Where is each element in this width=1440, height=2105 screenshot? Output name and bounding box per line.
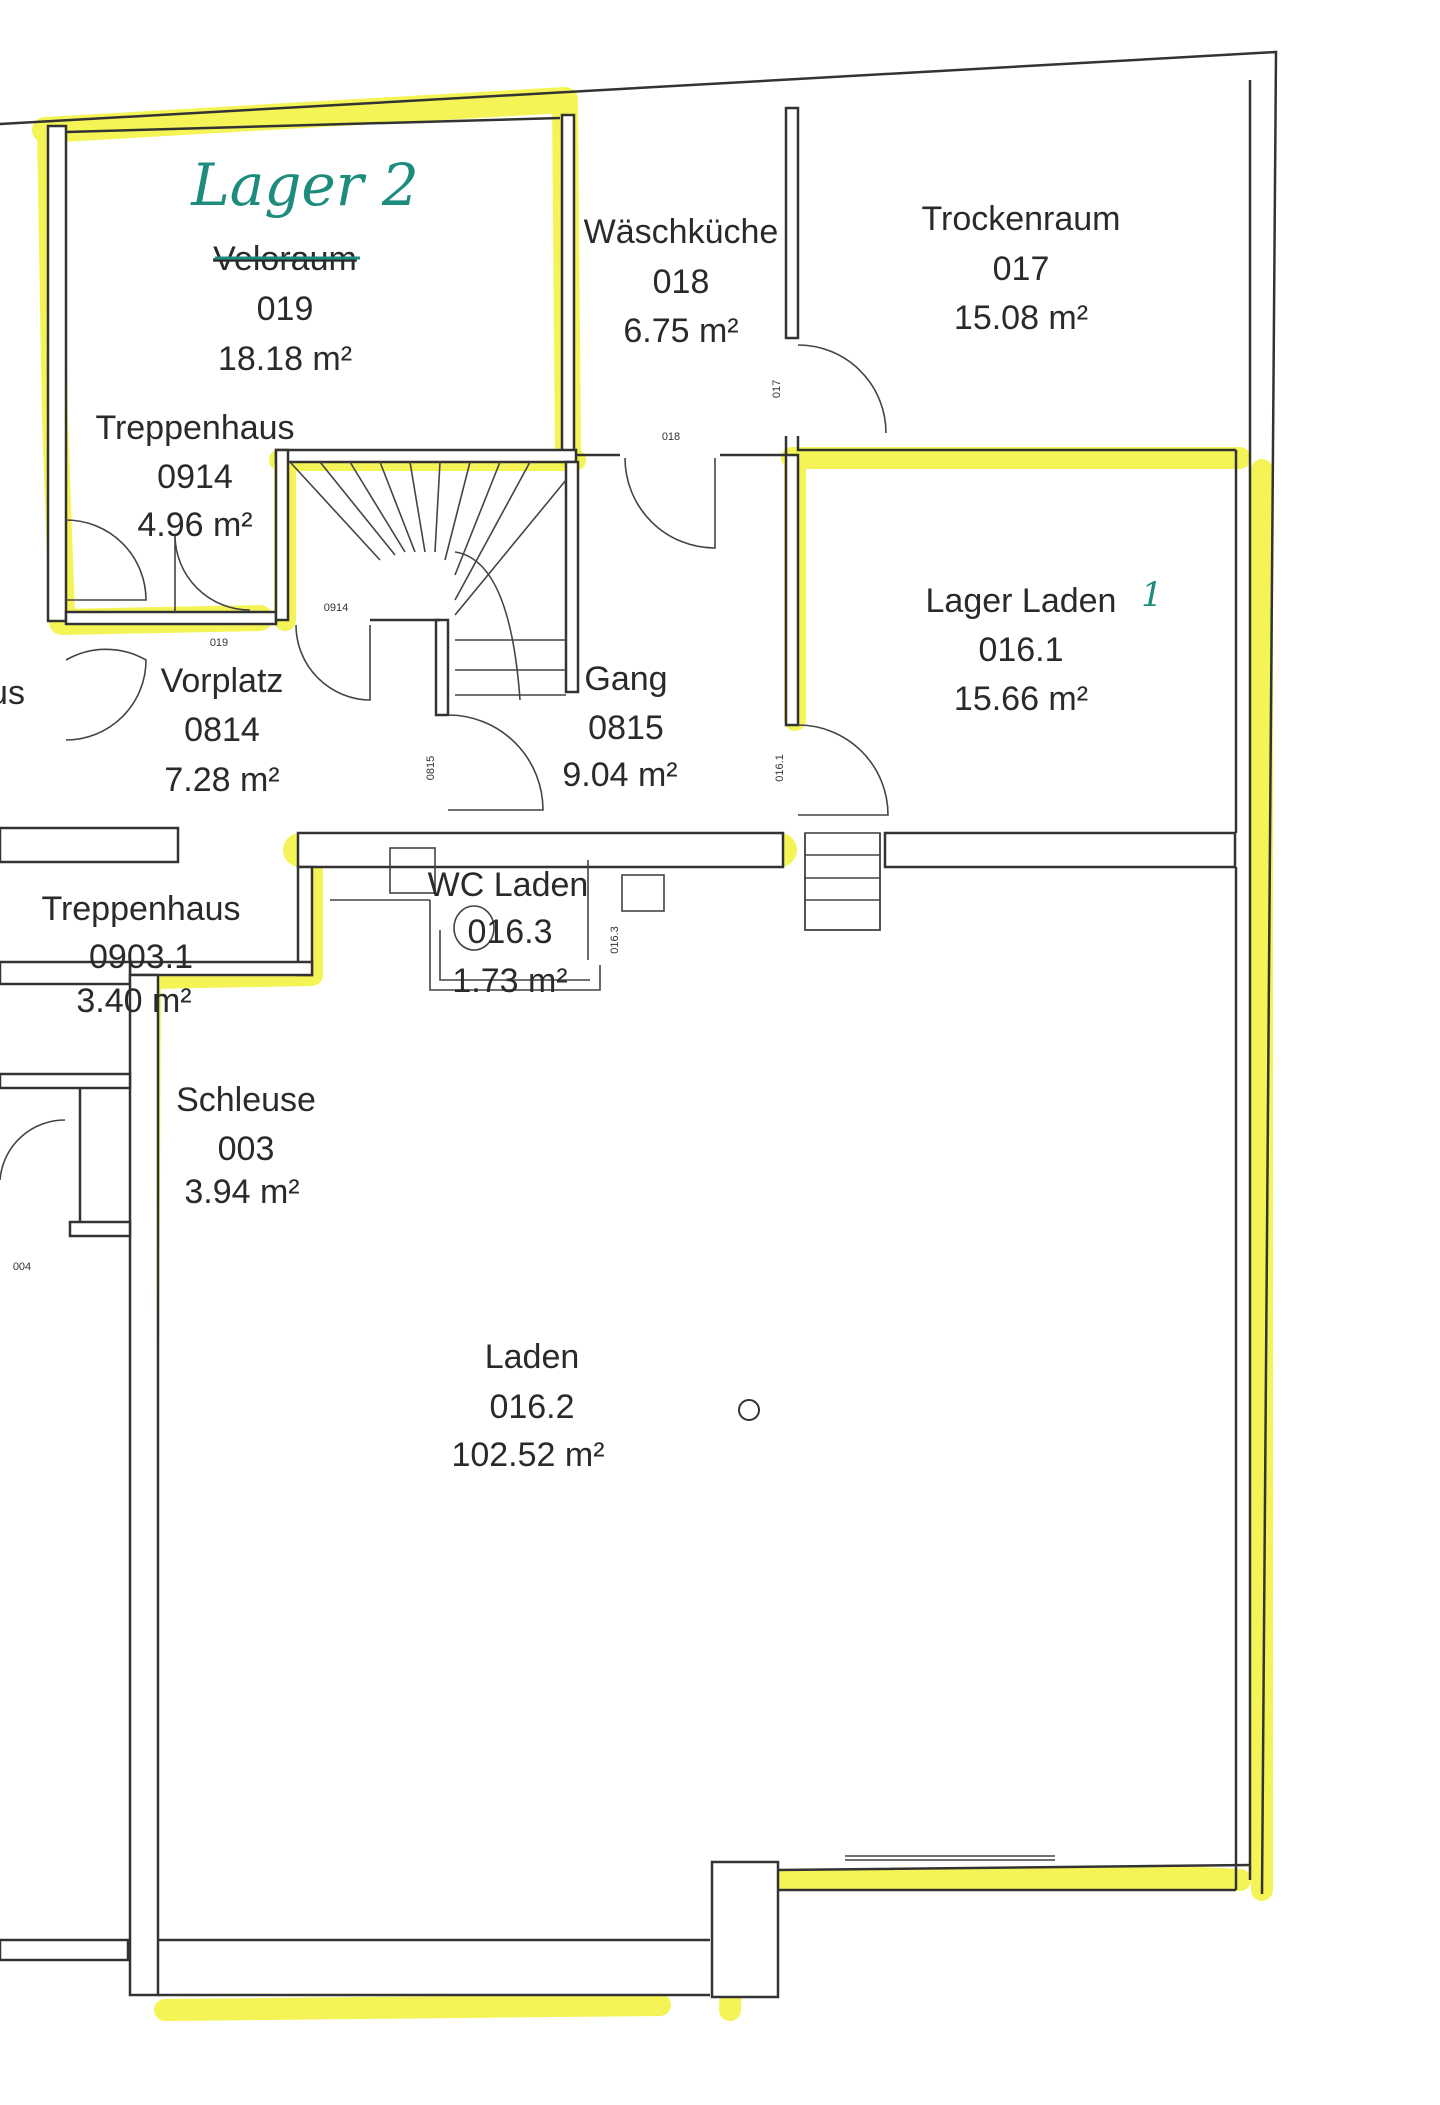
room-lager-2: Lager 2 Veloraum 019 18.18 m² <box>190 151 419 378</box>
door-tag: 0815 <box>425 756 437 780</box>
walls <box>0 50 1278 1999</box>
room-area: 9.04 m² <box>562 756 677 794</box>
room-number: 019 <box>257 290 314 328</box>
room-area: 4.96 m² <box>137 506 252 544</box>
room-gang: Gang 0815 9.04 m² <box>562 660 677 794</box>
room-name: WC Laden <box>428 866 589 904</box>
room-number: 003 <box>218 1130 275 1168</box>
doors <box>0 344 889 1181</box>
room-name: Trockenraum <box>921 200 1120 238</box>
room-name: Treppenhaus <box>41 890 240 928</box>
room-area: 15.66 m² <box>954 680 1088 718</box>
room-name: Lager Laden <box>926 582 1117 620</box>
room-treppenhaus-0903: Treppenhaus 0903.1 3.40 m² <box>41 890 240 1020</box>
door-tag: 016.3 <box>609 926 621 954</box>
room-number: 0903.1 <box>89 938 193 976</box>
door-tag: 018 <box>662 431 680 443</box>
room-number: 0814 <box>184 711 260 749</box>
room-waschkueche: Wäschküche 018 6.75 m² <box>584 213 779 350</box>
room-schleuse: Schleuse 003 3.94 m² <box>176 1081 316 1211</box>
room-lager-laden: Lager Laden 1 016.1 15.66 m² <box>926 575 1163 718</box>
room-vorplatz: Vorplatz 0814 7.28 m² <box>161 662 284 799</box>
room-area: 6.75 m² <box>623 312 738 350</box>
room-name: Laden <box>485 1338 580 1376</box>
room-name: Wäschküche <box>584 213 779 251</box>
room-number: 0914 <box>157 458 233 496</box>
room-area: 7.28 m² <box>164 761 279 799</box>
door-tags: 019 0914 018 017 0815 016.1 016.3 004 <box>13 380 786 1273</box>
room-laden: Laden 016.2 102.52 m² <box>451 1338 604 1474</box>
room-treppenhaus-0914: Treppenhaus 0914 4.96 m² <box>95 409 294 544</box>
room-number: 016.1 <box>978 631 1063 669</box>
room-number: 0815 <box>588 709 664 747</box>
door-tag: 019 <box>210 637 228 649</box>
room-number: 016.3 <box>467 913 552 951</box>
room-number: 016.2 <box>489 1388 574 1426</box>
room-area: 15.08 m² <box>954 299 1088 337</box>
room-trockenraum: Trockenraum 017 15.08 m² <box>921 200 1120 337</box>
room-name: Treppenhaus <box>95 409 294 447</box>
room-number: 017 <box>993 250 1050 288</box>
room-area: 102.52 m² <box>451 1436 604 1474</box>
room-name: Vorplatz <box>161 662 284 700</box>
door-tag: 017 <box>771 380 783 398</box>
room-area: 3.94 m² <box>184 1173 299 1211</box>
door-tag: 0914 <box>324 602 348 614</box>
room-name: Schleuse <box>176 1081 316 1119</box>
room-name: Gang <box>584 660 667 698</box>
handwritten-lager-2: Lager 2 <box>190 151 419 219</box>
room-wc-laden: WC Laden 016.3 1.73 m² <box>428 866 589 1000</box>
door-tag: 004 <box>13 1261 31 1273</box>
room-number: 018 <box>653 263 710 301</box>
room-area: 18.18 m² <box>218 340 352 378</box>
column-marker <box>738 1399 760 1421</box>
highlighter-marks <box>32 87 1273 2021</box>
handwritten-number: 1 <box>1141 575 1163 615</box>
staircase <box>289 461 567 701</box>
door-tag: 016.1 <box>774 754 786 782</box>
room-area: 3.40 m² <box>76 982 191 1020</box>
cut-off-room-label: us <box>0 674 25 712</box>
room-area: 1.73 m² <box>452 962 567 1000</box>
